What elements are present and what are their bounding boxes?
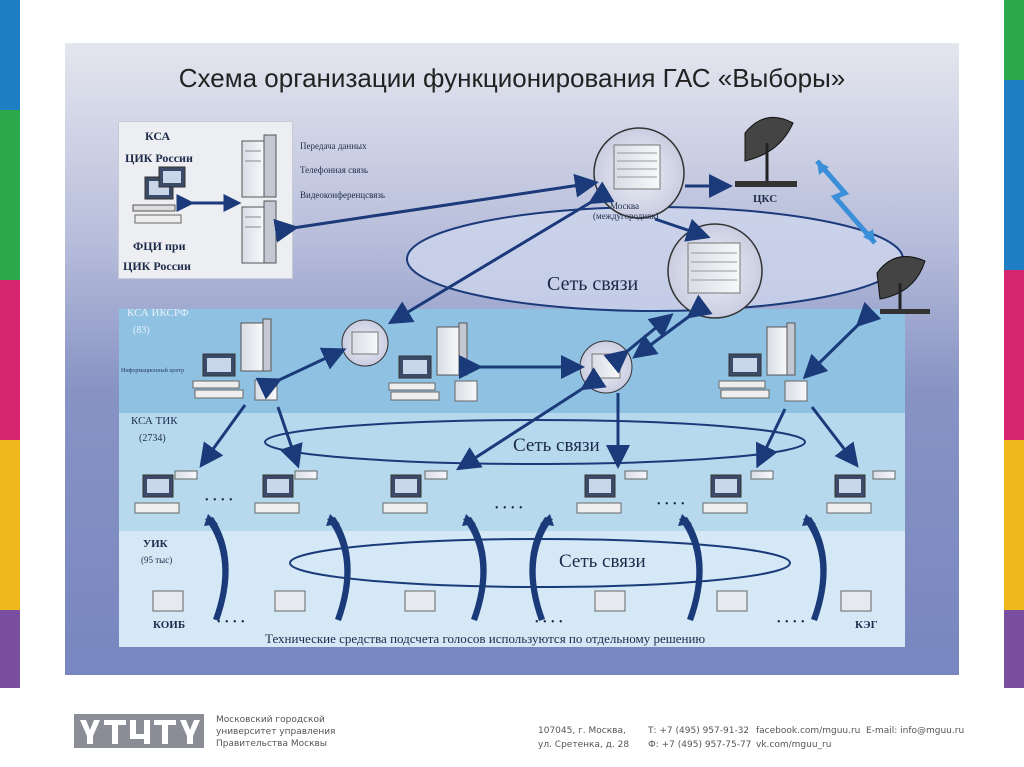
router-icon bbox=[454, 380, 478, 402]
org-name-line3: Правительства Москвы bbox=[216, 739, 327, 749]
cik-name-label: ЦИК России bbox=[125, 151, 193, 165]
server-rack-icon bbox=[241, 200, 277, 264]
keg-label: КЭГ bbox=[855, 619, 878, 631]
computer-icon bbox=[388, 355, 440, 401]
ellipsis-tik-2: • • • • bbox=[495, 503, 524, 514]
info-center-label: Информационный центр bbox=[121, 368, 185, 374]
computer-icon bbox=[718, 353, 770, 399]
university-logo bbox=[74, 714, 204, 748]
satellite-dish-icon bbox=[876, 256, 930, 314]
org-name-line2: университет управления bbox=[216, 727, 336, 737]
email-link[interactable]: E-mail: info@mguu.ru bbox=[866, 726, 965, 736]
address-line2: ул. Сретенка, д. 28 bbox=[538, 740, 630, 750]
fci-label-2: ЦИК России bbox=[123, 259, 191, 273]
tik-computer-icon bbox=[826, 470, 896, 514]
tik-computer-icon bbox=[254, 470, 318, 514]
iksrf-router-node bbox=[341, 319, 389, 367]
ellipsis-uik-2: • • • • bbox=[535, 617, 564, 628]
tik-computer-icon bbox=[576, 470, 648, 514]
fci-label-1: ФЦИ при bbox=[133, 239, 186, 253]
ellipsis-uik-3: • • • • bbox=[777, 617, 806, 628]
network-label-bottom: Сеть связи bbox=[559, 551, 646, 572]
moscow-router-node bbox=[593, 127, 685, 219]
bottom-note: Технические средства подсчета голосов ис… bbox=[265, 631, 706, 646]
vk-link[interactable]: vk.com/mguu_ru bbox=[756, 740, 832, 750]
slide-title: Схема организации функционирования ГАС «… bbox=[178, 63, 846, 93]
phone: Т: +7 (495) 957-91-32 bbox=[648, 726, 750, 736]
band-uik bbox=[119, 531, 905, 647]
network-label-top: Сеть связи bbox=[547, 273, 639, 295]
level-tik-name: КСА ТИК bbox=[131, 415, 178, 427]
service-telephone: Телефонная связь bbox=[300, 165, 369, 175]
satellite-link-bolt bbox=[815, 159, 877, 245]
level-tik-count: (2734) bbox=[139, 433, 166, 444]
level-iksrf-name: КСА ИКСРФ bbox=[127, 307, 189, 319]
iksrf-router-node bbox=[579, 340, 633, 394]
right-color-strip bbox=[1004, 0, 1024, 767]
level-uik-name: УИК bbox=[143, 538, 168, 550]
satellite-label: ЦКС bbox=[753, 193, 778, 205]
koib-label: КОИБ bbox=[153, 619, 186, 631]
org-name-line1: Московский городской bbox=[216, 715, 325, 725]
cik-ksa-label: КСА bbox=[145, 129, 171, 143]
diagram-slide: Схема организации функционирования ГАС «… bbox=[65, 43, 959, 675]
tik-computer-icon bbox=[134, 470, 198, 514]
computer-icon bbox=[132, 176, 182, 224]
address-line1: 107045, г. Москва, bbox=[538, 726, 626, 736]
network-ellipse-top bbox=[406, 206, 904, 312]
server-rack-icon bbox=[240, 318, 272, 372]
facebook-link[interactable]: facebook.com/mguu.ru bbox=[756, 726, 861, 736]
tik-computer-icon bbox=[702, 470, 774, 514]
moscow-label: Москва bbox=[610, 201, 639, 211]
network-ellipse-bottom bbox=[289, 538, 791, 588]
network-label-middle: Сеть связи bbox=[513, 435, 600, 456]
ellipsis-tik-3: • • • • bbox=[657, 499, 686, 510]
router-icon bbox=[254, 379, 278, 401]
footer: Московский городской университет управле… bbox=[0, 688, 1024, 767]
moscow-sublabel: (междугородняя) bbox=[593, 211, 659, 221]
service-videoconference: Видеоконференцсвязь bbox=[300, 190, 386, 200]
ellipsis-uik-1: • • • • bbox=[217, 617, 246, 628]
level-uik-count: (95 тыс) bbox=[141, 555, 173, 565]
voting-device-icon bbox=[152, 590, 872, 612]
computer-icon bbox=[192, 353, 244, 399]
computer-icon bbox=[158, 166, 186, 188]
tik-computer-icon bbox=[382, 470, 448, 514]
refresh-arrow-icon bbox=[204, 514, 827, 621]
server-rack-icon bbox=[436, 322, 468, 376]
ellipsis-tik-1: • • • • bbox=[205, 495, 234, 506]
satellite-dish-icon bbox=[735, 116, 797, 187]
diagram-graphics bbox=[132, 116, 930, 621]
server-rack-icon bbox=[241, 134, 277, 198]
network-router-node bbox=[667, 223, 763, 319]
service-data-transfer: Передача данных bbox=[300, 141, 367, 151]
left-color-strip bbox=[0, 0, 20, 767]
level-iksrf-count: (83) bbox=[133, 325, 150, 336]
fax: Ф: +7 (495) 957-75-77 bbox=[648, 740, 752, 750]
router-icon bbox=[784, 380, 808, 402]
server-rack-icon bbox=[766, 322, 796, 376]
